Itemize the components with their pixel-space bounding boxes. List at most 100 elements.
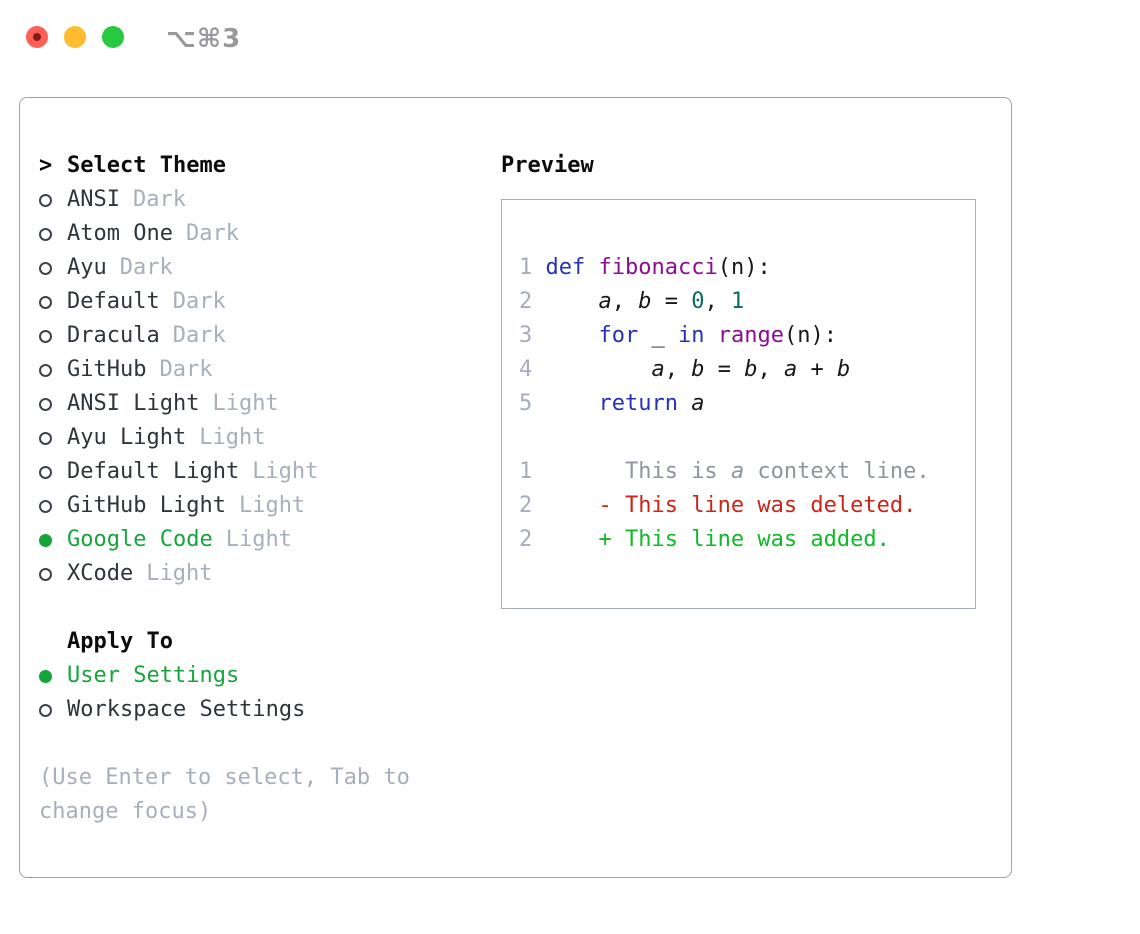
code-line: 3 for _ in range(n): (519, 319, 975, 353)
keyboard-hint: (Use Enter to select, Tab to change focu… (39, 765, 410, 824)
theme-option-label: XCode (67, 561, 134, 586)
code-token: 1 (730, 289, 745, 314)
theme-option-label: GitHub Light (67, 493, 226, 518)
code-token: 4 (519, 357, 533, 382)
theme-option-label: Default Light (67, 459, 240, 484)
code-token: 0 (691, 289, 705, 314)
code-token: , (757, 357, 784, 382)
code-token: 2 (519, 289, 533, 314)
close-button[interactable] (26, 26, 48, 48)
radio-icon (39, 533, 67, 547)
apply-option-workspace-settings[interactable]: Workspace Settings (39, 693, 484, 727)
preview-title: Preview (501, 153, 594, 178)
apply-option-label: User Settings (67, 663, 240, 688)
radio-icon (39, 295, 67, 309)
code-token: a (651, 357, 665, 382)
code-token: , (664, 357, 692, 382)
theme-option-label: Ayu (67, 255, 107, 280)
theme-option-label: Ayu Light (67, 425, 187, 450)
theme-option-label: Default (67, 289, 160, 314)
code-token (532, 391, 598, 416)
minimize-button[interactable] (64, 26, 86, 48)
radio-icon (39, 329, 67, 343)
theme-option-default[interactable]: Default Dark (39, 285, 484, 319)
theme-list-title: Select Theme (67, 153, 226, 178)
code-token: for (598, 323, 639, 348)
code-token: (n): (783, 323, 837, 348)
apply-to-header: Apply To (39, 625, 484, 659)
theme-variant-label: Dark (172, 289, 226, 314)
code-token: def (545, 255, 586, 280)
code-line: 5 return a (519, 387, 975, 421)
theme-option-label: ANSI (67, 187, 120, 212)
code-token: + This line was added. (532, 527, 890, 552)
code-token: + (797, 357, 837, 382)
code-token: a (730, 459, 745, 484)
indent (39, 638, 67, 647)
theme-option-github-light[interactable]: GitHub Light Light (39, 489, 484, 523)
theme-variant-label: Dark (172, 323, 226, 348)
theme-option-ansi[interactable]: ANSI Dark (39, 183, 484, 217)
theme-variant-label: Light (238, 493, 306, 518)
radio-icon (39, 669, 67, 683)
code-line: 1 This is a context line. (519, 455, 975, 489)
theme-option-label: ANSI Light (67, 391, 200, 416)
theme-variant-label: Dark (132, 187, 186, 212)
apply-option-label: Workspace Settings (67, 697, 306, 722)
spacer (39, 591, 484, 625)
radio-icon (39, 397, 67, 411)
code-line: 2 a, b = 0, 1 (519, 285, 975, 319)
zoom-button[interactable] (102, 26, 124, 48)
code-token: 2 (519, 493, 533, 518)
radio-icon (39, 261, 67, 275)
code-line (519, 421, 975, 455)
radio-icon (39, 227, 67, 241)
code-token: 1 (519, 459, 533, 484)
theme-option-label: Atom One (67, 221, 173, 246)
code-token (532, 289, 598, 314)
code-token: a (783, 357, 798, 382)
code-token: range (717, 323, 784, 348)
code-line: 4 a, b = b, a + b (519, 353, 975, 387)
theme-variant-label: Dark (119, 255, 173, 280)
theme-option-ayu[interactable]: Ayu Dark (39, 251, 484, 285)
preview-section: Preview 1 def fibonacci(n):2 a, b = 0, 1… (501, 149, 976, 609)
code-token: 1 (519, 255, 533, 280)
theme-option-dracula[interactable]: Dracula Dark (39, 319, 484, 353)
code-token: = (651, 289, 692, 314)
code-token (532, 255, 545, 280)
code-token (532, 323, 598, 348)
apply-option-user-settings[interactable]: User Settings (39, 659, 484, 693)
radio-icon (39, 703, 67, 717)
code-token (704, 323, 717, 348)
theme-option-label: Dracula (67, 323, 160, 348)
radio-icon (39, 465, 67, 479)
theme-option-atom-one[interactable]: Atom One Dark (39, 217, 484, 251)
theme-option-label: GitHub (67, 357, 147, 382)
code-token: return (598, 391, 678, 416)
close-dot-icon (33, 33, 41, 41)
code-token: This is (532, 459, 731, 484)
radio-icon (39, 431, 67, 445)
theme-variant-label: Dark (185, 221, 239, 246)
code-token: 2 (519, 527, 533, 552)
code-line: 2 - This line was deleted. (519, 489, 975, 523)
code-token: - This line was deleted. (532, 493, 917, 518)
radio-icon (39, 363, 67, 377)
code-token: , (611, 289, 639, 314)
code-token: a (598, 289, 612, 314)
code-token: _ (638, 323, 678, 348)
